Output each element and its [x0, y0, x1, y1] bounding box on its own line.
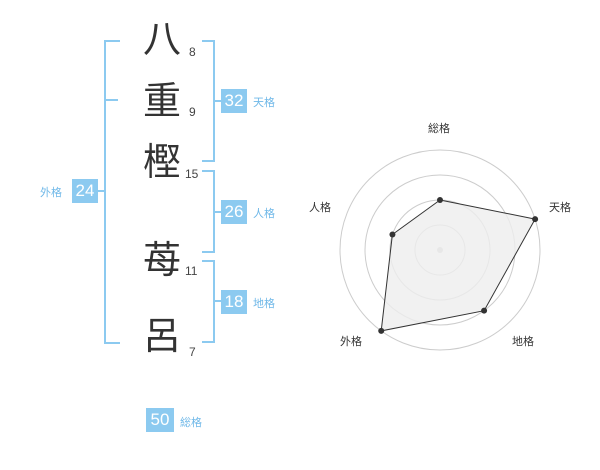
stroke-count-5: 7: [189, 345, 196, 359]
tenkaku-badge: 32: [221, 89, 247, 113]
stroke-count-2: 9: [189, 105, 196, 119]
name-char-1: 八: [143, 17, 182, 61]
soukaku-badge: 50: [146, 408, 174, 432]
stroke-count-3: 15: [185, 167, 199, 181]
chikaku-label: 地格: [253, 297, 275, 310]
stroke-count-4: 11: [185, 264, 198, 278]
radar-point-0: [437, 197, 443, 203]
radar-axis-label-2: 地格: [512, 335, 534, 348]
gaikaku-connector: [98, 190, 104, 192]
name-char-2: 重: [143, 79, 182, 123]
jinkaku-label: 人格: [253, 207, 275, 220]
gaikaku-bracket: [104, 40, 120, 344]
radar-axis-label-1: 天格: [549, 201, 571, 214]
name-char-5: 呂: [143, 314, 182, 358]
chikaku-badge: 18: [221, 290, 247, 314]
radar-axis-label-4: 人格: [309, 201, 331, 214]
radar-ring-4: [339, 149, 541, 351]
gaikaku-badge: 24: [72, 179, 98, 203]
tenkaku-label: 天格: [253, 96, 275, 109]
radar-axis-label-0: 総格: [428, 122, 450, 135]
chikaku-connector: [213, 300, 221, 302]
stroke-count-1: 8: [189, 45, 196, 59]
radar-point-3: [378, 327, 385, 334]
radar-point-1: [532, 216, 539, 223]
gaikaku-label: 外格: [40, 186, 62, 199]
tenkaku-connector: [213, 100, 221, 102]
soukaku-label: 総格: [180, 416, 202, 429]
radar-point-4: [389, 231, 396, 238]
jinkaku-badge: 26: [221, 200, 247, 224]
radar-polygon: [380, 199, 536, 332]
radar-point-2: [481, 307, 488, 314]
gaikaku-bracket-tick: [104, 99, 118, 101]
radar-axis-label-3: 外格: [340, 335, 362, 348]
name-char-3: 樫: [143, 140, 182, 184]
jinkaku-connector: [213, 211, 221, 213]
name-char-4: 苺: [143, 238, 182, 282]
